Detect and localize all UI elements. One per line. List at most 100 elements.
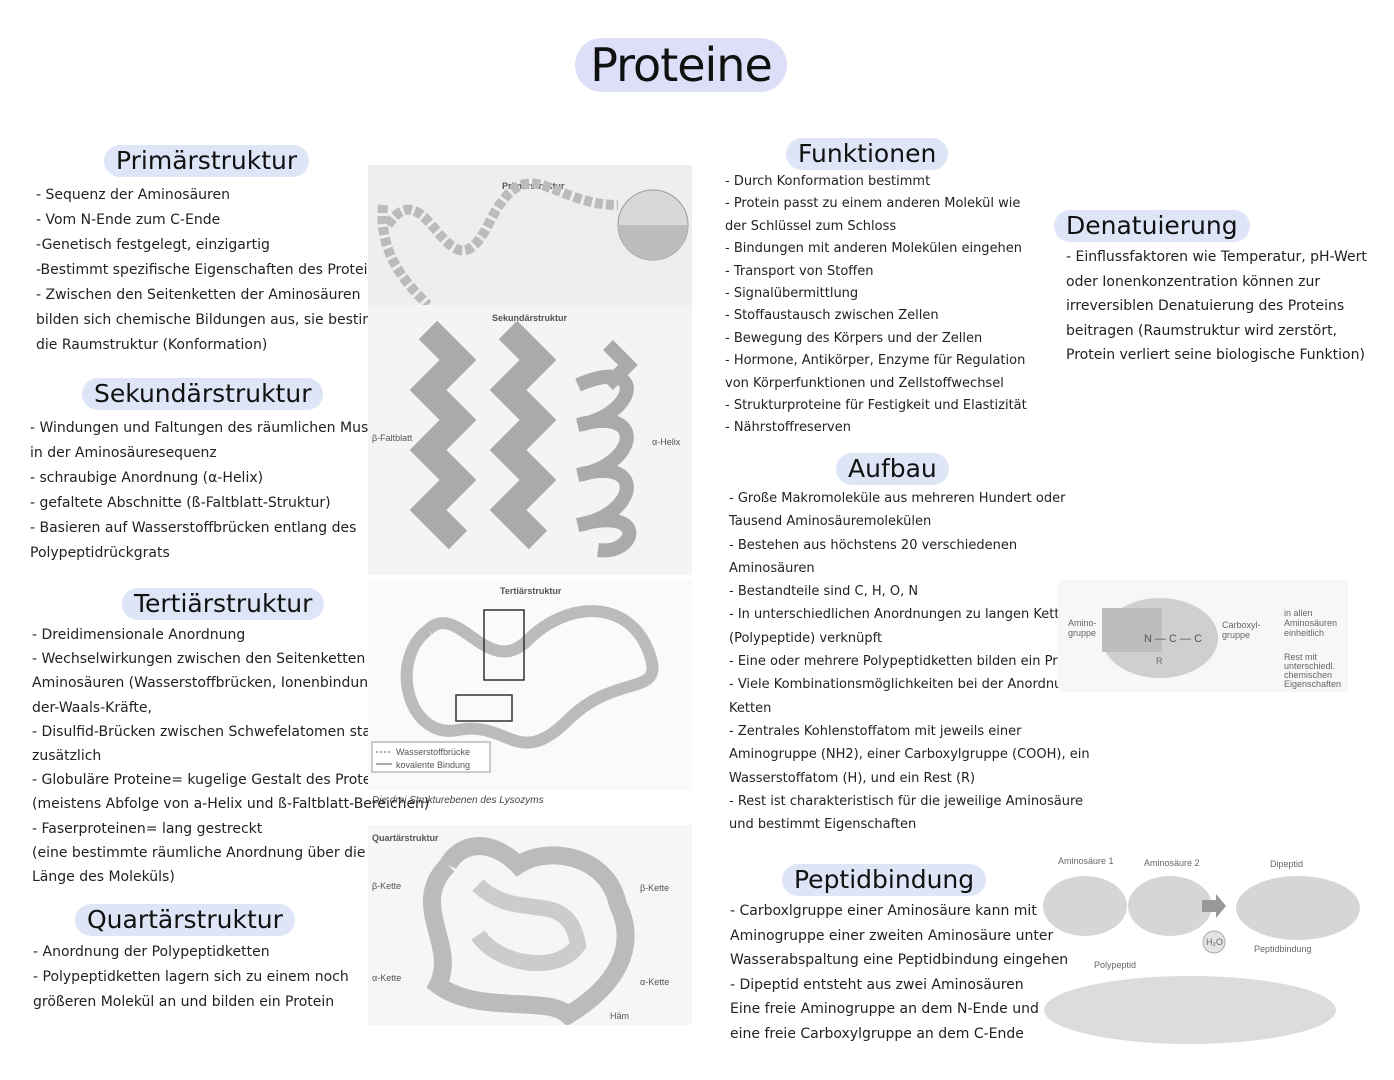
tertiary-structure-drawing: Tertiärstruktur Wasserstoffbrücke kovale… — [371, 586, 659, 773]
label-amino-gruppe: gruppe — [1068, 628, 1097, 638]
text-line: - Strukturproteine für Festigkeit und El… — [725, 398, 1027, 414]
label-amino: Amino- — [1068, 618, 1097, 628]
label-faltblatt: β-Faltblatt — [372, 433, 413, 443]
text-line: - Globuläre Proteine= kugelige Gestalt d… — [32, 772, 392, 789]
figure-caption: Die drei Strukturebenen des Lysozyms — [372, 795, 544, 806]
note-5: unterschiedl. — [1284, 661, 1336, 671]
text-line: (Polypeptide) verknüpft — [729, 630, 883, 646]
note-2: Aminosäuren — [1284, 618, 1338, 628]
secondary-structure-drawing: Sekundärstruktur β-Faltblatt α-Helix — [372, 313, 681, 558]
text-line: - Protein passt zu einem anderen Molekül… — [725, 196, 1021, 212]
text-line: - Große Makromoleküle aus mehreren Hunde… — [729, 491, 1066, 506]
text-line: Länge des Moleküls) — [32, 869, 175, 886]
figure-secondary-structure: Sekundärstruktur β-Faltblatt α-Helix — [368, 305, 692, 575]
label-carboxyl-gruppe: gruppe — [1222, 630, 1251, 640]
text-line: - Rest ist charakteristisch für die jewe… — [729, 793, 1084, 809]
text-line: beitragen (Raumstruktur wird zerstört, — [1066, 322, 1338, 339]
text-line: - Sequenz der Aminosäuren — [36, 187, 230, 203]
text-line: größeren Molekül an und bilden ein Prote… — [33, 994, 335, 1010]
figure-tertiary-structure: Tertiärstruktur Wasserstoffbrücke kovale… — [368, 580, 692, 790]
heading-tertiaerstruktur: Tertiärstruktur — [122, 588, 325, 620]
text-line: (meistens Abfolge von a-Helix und ß-Falt… — [32, 796, 430, 813]
text-sekundaerstruktur: - Windungen und Faltungen des räumlichen… — [30, 416, 395, 566]
text-line: - Zentrales Kohlenstoffatom mit jeweils … — [729, 723, 1022, 739]
heading-peptidbindung: Peptidbindung — [782, 864, 987, 896]
text-line: -Genetisch festgelegt, einzigartig — [36, 237, 270, 253]
text-line: Wasserabspaltung eine Peptidbindung eing… — [730, 952, 1069, 968]
text-line: (eine bestimmte räumliche Anordnung über… — [32, 844, 427, 861]
text-line: Aminosäuren (Wasserstoffbrücken, Ionenbi… — [32, 675, 435, 692]
text-line: - Einflussfaktoren wie Temperatur, pH-We… — [1066, 249, 1367, 265]
note-6: chemischen — [1284, 670, 1333, 680]
text-line: eine freie Carboxylgruppe an dem C-Ende — [730, 1025, 1024, 1042]
heading-primaerstruktur: Primärstruktur — [104, 145, 310, 177]
text-line: Aminogruppe einer zweiten Aminosäure unt… — [730, 927, 1054, 944]
text-line: - Bestehen aus höchstens 20 verschiedene… — [729, 537, 1018, 553]
figure-amino-acid: N — C — C Amino- gruppe Carboxyl- gruppe… — [1058, 580, 1348, 692]
text-line: -Bestimmt spezifische Eigenschaften des … — [36, 262, 384, 278]
label-rest: R — [1156, 656, 1163, 666]
text-line: in der Aminosäuresequenz — [30, 445, 217, 461]
text-line: Protein verliert seine biologische Funkt… — [1066, 347, 1365, 363]
text-line: Aminosäuren — [729, 560, 815, 576]
text-line: der-Waals-Kräfte, — [32, 699, 152, 716]
text-line: - schraubige Anordnung (α-Helix) — [30, 470, 264, 486]
text-line: Wasserstoffatom (H), und ein Rest (R) — [729, 770, 976, 786]
text-quartaerstruktur: - Anordnung der Polypeptidketten- Polype… — [33, 940, 349, 1015]
text-line: - Hormone, Antikörper, Enzyme für Regula… — [725, 353, 1026, 369]
text-line: - Dipeptid entsteht aus zwei Aminosäuren — [730, 976, 1024, 993]
label-beta-kette-2: β-Kette — [640, 883, 669, 893]
text-line: - Polypeptidketten lagern sich zu einem … — [33, 969, 349, 985]
text-line: - Basieren auf Wasserstoffbrücken entlan… — [30, 520, 357, 536]
legend-kovalente-bindung: kovalente Bindung — [396, 760, 470, 770]
text-line: - Viele Kombinationsmöglichkeiten bei de… — [729, 677, 1105, 693]
text-line: - Wechselwirkungen zwischen den Seitenke… — [32, 651, 393, 668]
label-sekundaerstruktur: Sekundärstruktur — [492, 313, 568, 323]
figure-peptide-bond: Aminosäure 1 Aminosäure 2 Dipeptid H₂O P… — [1040, 850, 1360, 1050]
text-line: - Transport von Stoffen — [725, 263, 874, 279]
text-line: - Vom N-Ende zum C-Ende — [36, 212, 221, 228]
peptide-bond-drawing — [1043, 876, 1360, 1044]
legend-wasserstoffbruecke: Wasserstoffbrücke — [396, 747, 470, 757]
text-line: - Zwischen den Seitenketten der Aminosäu… — [36, 287, 361, 303]
label-beta-kette-1: β-Kette — [372, 881, 401, 891]
text-aufbau: - Große Makromoleküle aus mehreren Hunde… — [729, 487, 1105, 836]
note-1: in allen — [1284, 608, 1313, 618]
text-line: - Stoffaustausch zwischen Zellen — [725, 308, 939, 324]
text-line: Ketten — [729, 700, 772, 716]
text-line: Polypeptidrückgrats — [30, 545, 170, 561]
quaternary-structure-drawing: Quartärstruktur β-Kette β-Kette α-Kette … — [372, 833, 669, 1027]
heading-funktionen: Funktionen — [786, 138, 949, 170]
label-quartaerstruktur: Quartärstruktur — [372, 833, 439, 843]
label-haem: Häm — [610, 1011, 629, 1021]
text-line: - Signalübermittlung — [725, 286, 859, 302]
heading-aufbau: Aufbau — [836, 453, 949, 485]
figure-quaternary-structure: Quartärstruktur β-Kette β-Kette α-Kette … — [368, 825, 692, 1027]
heading-denatuierung: Denatuierung — [1054, 210, 1250, 242]
label-tertiaerstruktur: Tertiärstruktur — [500, 586, 562, 596]
note-7: Eigenschaften — [1284, 679, 1342, 689]
text-denatuierung: - Einflussfaktoren wie Temperatur, pH-We… — [1066, 245, 1367, 368]
text-line: zusätzlich — [32, 748, 102, 765]
text-line: oder Ionenkonzentration können zur — [1066, 273, 1321, 290]
text-line: - Eine oder mehrere Polypeptidketten bil… — [729, 654, 1091, 670]
label-aminosaeure-1: Aminosäure 1 — [1058, 856, 1114, 866]
primary-chain-drawing: Primärstruktur — [377, 178, 689, 309]
label-h2o: H₂O — [1206, 937, 1223, 947]
text-funktionen: - Durch Konformation bestimmt- Protein p… — [725, 171, 1027, 440]
text-line: irreversiblen Denatuierung des Proteins — [1066, 298, 1345, 314]
text-line: bilden sich chemische Bildungen aus, sie… — [36, 312, 407, 328]
text-line: - In unterschiedlichen Anordnungen zu la… — [729, 607, 1076, 623]
text-line: - Disulfid-Brücken zwischen Schwefelatom… — [32, 723, 435, 740]
text-line: von Körperfunktionen und Zellstoffwechse… — [725, 375, 1004, 391]
label-alpha-kette-1: α-Kette — [372, 973, 401, 983]
text-line: - Windungen und Faltungen des räumlichen… — [30, 420, 396, 436]
note-3: einheitlich — [1284, 628, 1325, 638]
note-4: Rest mit — [1284, 652, 1318, 662]
page-title: Proteine — [575, 38, 787, 92]
heading-quartaerstruktur: Quartärstruktur — [75, 904, 295, 936]
text-line: - Faserproteinen= lang gestreckt — [32, 820, 263, 837]
text-line: und bestimmt Eigenschaften — [729, 817, 917, 833]
label-polypeptid: Polypeptid — [1094, 960, 1137, 970]
svg-text:N — C — C: N — C — C — [1144, 633, 1202, 645]
